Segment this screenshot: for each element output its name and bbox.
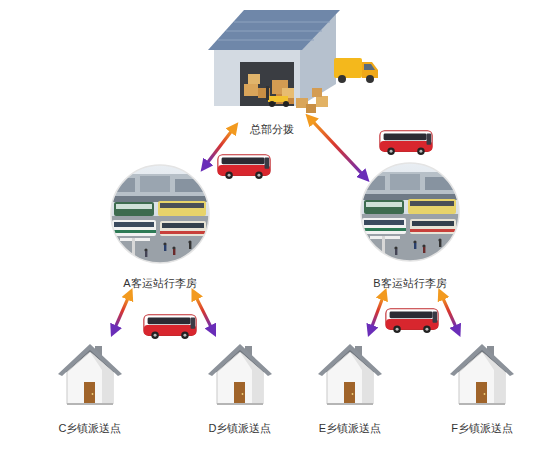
bus-station-photo xyxy=(110,164,210,264)
bus-icon xyxy=(386,309,438,333)
node-box: E乡镇派送点 xyxy=(312,335,388,435)
bus-icon xyxy=(380,131,432,155)
warehouse-illustration xyxy=(208,10,378,113)
bus-icon xyxy=(218,155,270,179)
node-label: D乡镇派送点 xyxy=(209,421,272,435)
double-arrow xyxy=(312,121,362,174)
node-box: C乡镇派送点 xyxy=(52,335,128,435)
node-label: F乡镇派送点 xyxy=(451,421,513,435)
truck xyxy=(334,58,378,83)
house-icon xyxy=(318,344,382,405)
double-arrow xyxy=(207,130,232,163)
node-box: B客运站行李房 xyxy=(368,160,452,290)
node-label: C乡镇派送点 xyxy=(59,421,122,435)
house-icon xyxy=(58,344,122,405)
node-label: E乡镇派送点 xyxy=(319,421,381,435)
node-box: 总部分拨 xyxy=(237,20,307,136)
bus-station-photo xyxy=(360,162,460,262)
house-icon xyxy=(450,344,514,405)
bus-icon xyxy=(144,315,196,339)
node-label: A客运站行李房 xyxy=(123,276,196,290)
double-arrow xyxy=(443,297,457,327)
node-label: 总部分拨 xyxy=(250,122,294,136)
house-icon xyxy=(208,344,272,405)
double-arrow xyxy=(115,297,128,327)
node-box: A客运站行李房 xyxy=(118,160,202,290)
double-arrow xyxy=(196,297,211,328)
node-box: F乡镇派送点 xyxy=(444,335,520,435)
node-label: B客运站行李房 xyxy=(373,276,446,290)
node-box: D乡镇派送点 xyxy=(202,335,278,435)
double-arrow xyxy=(372,297,383,327)
